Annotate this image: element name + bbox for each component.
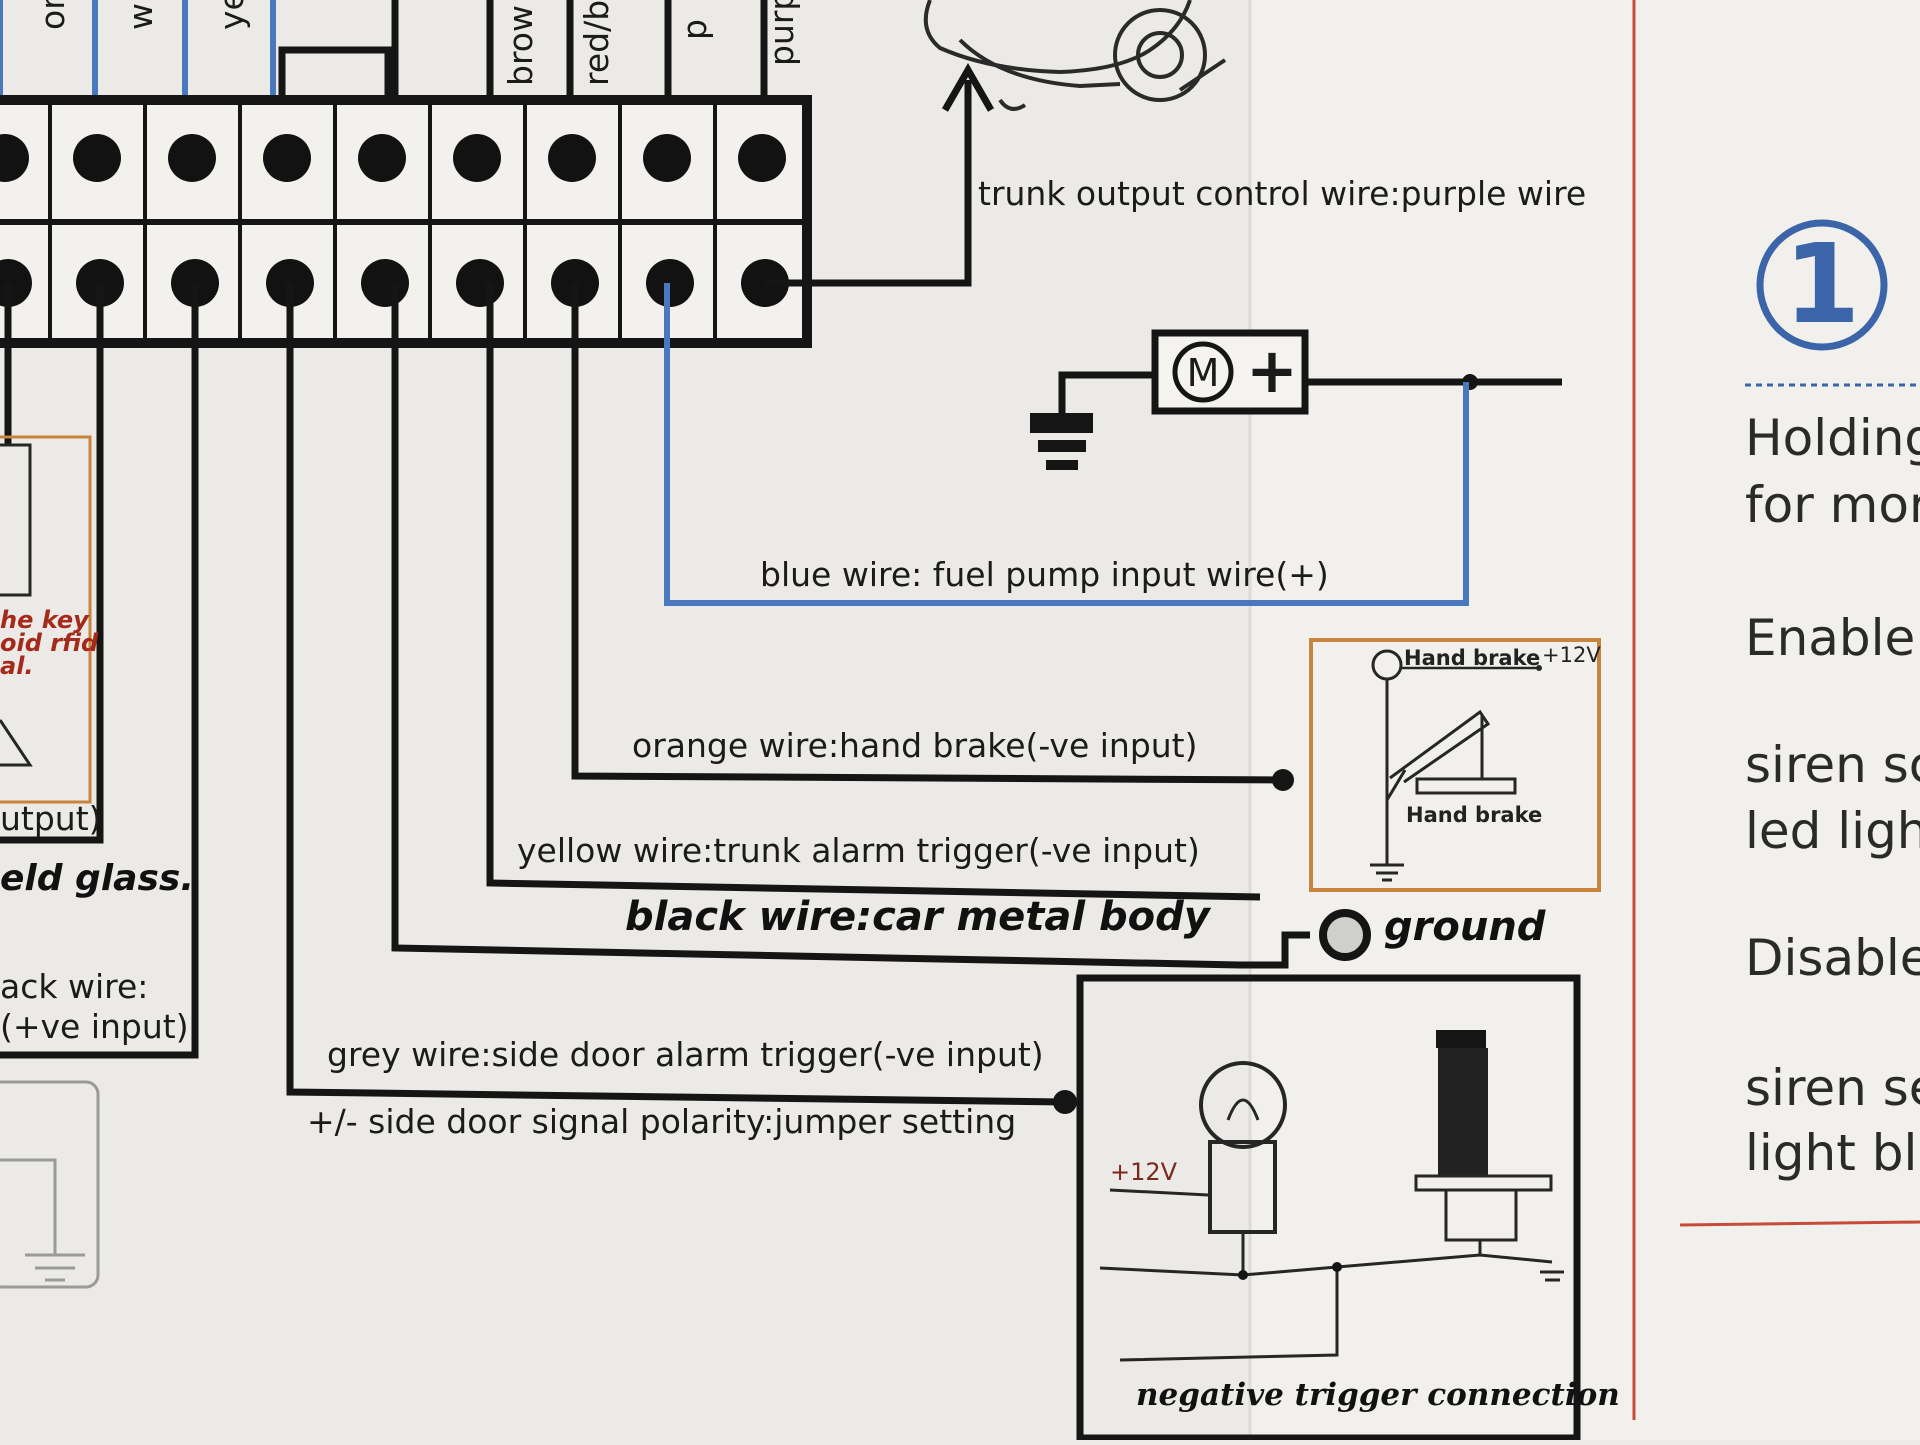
trunk-output-wire <box>765 80 972 287</box>
trunk-arrow <box>941 62 995 112</box>
right-line-4: siren sc <box>1745 736 1920 794</box>
trigger-voltage: +12V <box>1110 1158 1178 1186</box>
trunk-alarm-wire <box>486 283 1261 901</box>
hand-brake-top-label: Hand brake <box>1404 646 1540 670</box>
side-door-wire <box>286 283 1066 1106</box>
wire-label-brow: brow <box>501 5 540 86</box>
wire-label-red: red/b <box>577 0 616 86</box>
hand-brake-bottom-label: Hand brake <box>1406 803 1542 827</box>
hand-brake-box: Hand brake +12V Hand brake <box>1309 638 1601 892</box>
right-line-8: light bli <box>1745 1124 1920 1182</box>
left-wire-a <box>0 283 199 1059</box>
left-red-line-3: al. <box>0 652 34 680</box>
side-door-node <box>1053 1090 1077 1114</box>
left-wire-label-1: ack wire: <box>0 967 148 1006</box>
left-red-line-1: he key <box>0 606 90 634</box>
trunk-output-label: trunk output control wire:purple wire <box>978 174 1586 213</box>
right-line-2: for mor <box>1745 476 1920 534</box>
left-wire-label-2: (+ve input) <box>0 1007 189 1046</box>
wire-label-w: w <box>121 3 160 30</box>
left-partial-box: he key oid rfid al. <box>0 435 99 804</box>
connector-clip <box>278 46 392 95</box>
hand-brake-node <box>1272 769 1294 791</box>
right-line-5: led ligh <box>1745 802 1920 860</box>
right-line-7: siren se <box>1745 1059 1920 1117</box>
wire-label-ye: ye <box>212 0 251 30</box>
left-ground-sketch <box>0 1080 100 1289</box>
ground-label: ground <box>1384 904 1546 950</box>
trigger-box: +12V negative trigger connection <box>1076 974 1620 1442</box>
hand-brake-voltage: +12V <box>1542 643 1601 667</box>
motor-symbol: M <box>1187 351 1220 395</box>
connector-block <box>0 95 812 348</box>
fuel-pump-motor: M + <box>1030 329 1562 470</box>
left-wire-b <box>0 283 104 844</box>
trigger-caption: negative trigger connection <box>1136 1377 1620 1413</box>
wire-label-purp: purp <box>762 0 801 66</box>
wire-label-or: or <box>33 0 72 30</box>
left-glass-label: eld glass. <box>0 858 194 899</box>
right-line-3: Enable <box>1745 609 1915 667</box>
side-door-label: grey wire:side door alarm trigger(-ve in… <box>327 1035 1044 1074</box>
polarity-label: +/- side door signal polarity:jumper set… <box>307 1102 1016 1141</box>
ground-terminal <box>1319 909 1371 961</box>
step-number: 1 <box>1784 220 1861 348</box>
motor-plus: + <box>1246 334 1298 407</box>
step-circle <box>1756 219 1888 351</box>
car-rear-sketch <box>923 0 1227 111</box>
red-rule <box>1679 1220 1920 1227</box>
fuel-pump-label: blue wire: fuel pump input wire(+) <box>760 555 1329 594</box>
left-red-line-2: oid rfid <box>0 629 99 657</box>
hand-brake-label: orange wire:hand brake(-ve input) <box>632 726 1198 765</box>
metal-body-wire <box>391 283 1310 969</box>
fuel-pump-wire <box>664 283 1469 606</box>
right-line-1: Holding <box>1745 409 1920 467</box>
top-wire-labels: or w ye brow red/b p purp <box>33 0 801 86</box>
metal-body-label: black wire:car metal body <box>625 894 1212 940</box>
hand-brake-wire <box>571 283 1284 784</box>
paper-fold-shade <box>1250 0 1920 1440</box>
trunk-alarm-label: yellow wire:trunk alarm trigger(-ve inpu… <box>517 831 1200 870</box>
right-line-6: Disable <box>1745 929 1920 987</box>
wire-label-p: p <box>675 19 714 40</box>
left-output-label: utput) <box>0 799 102 838</box>
